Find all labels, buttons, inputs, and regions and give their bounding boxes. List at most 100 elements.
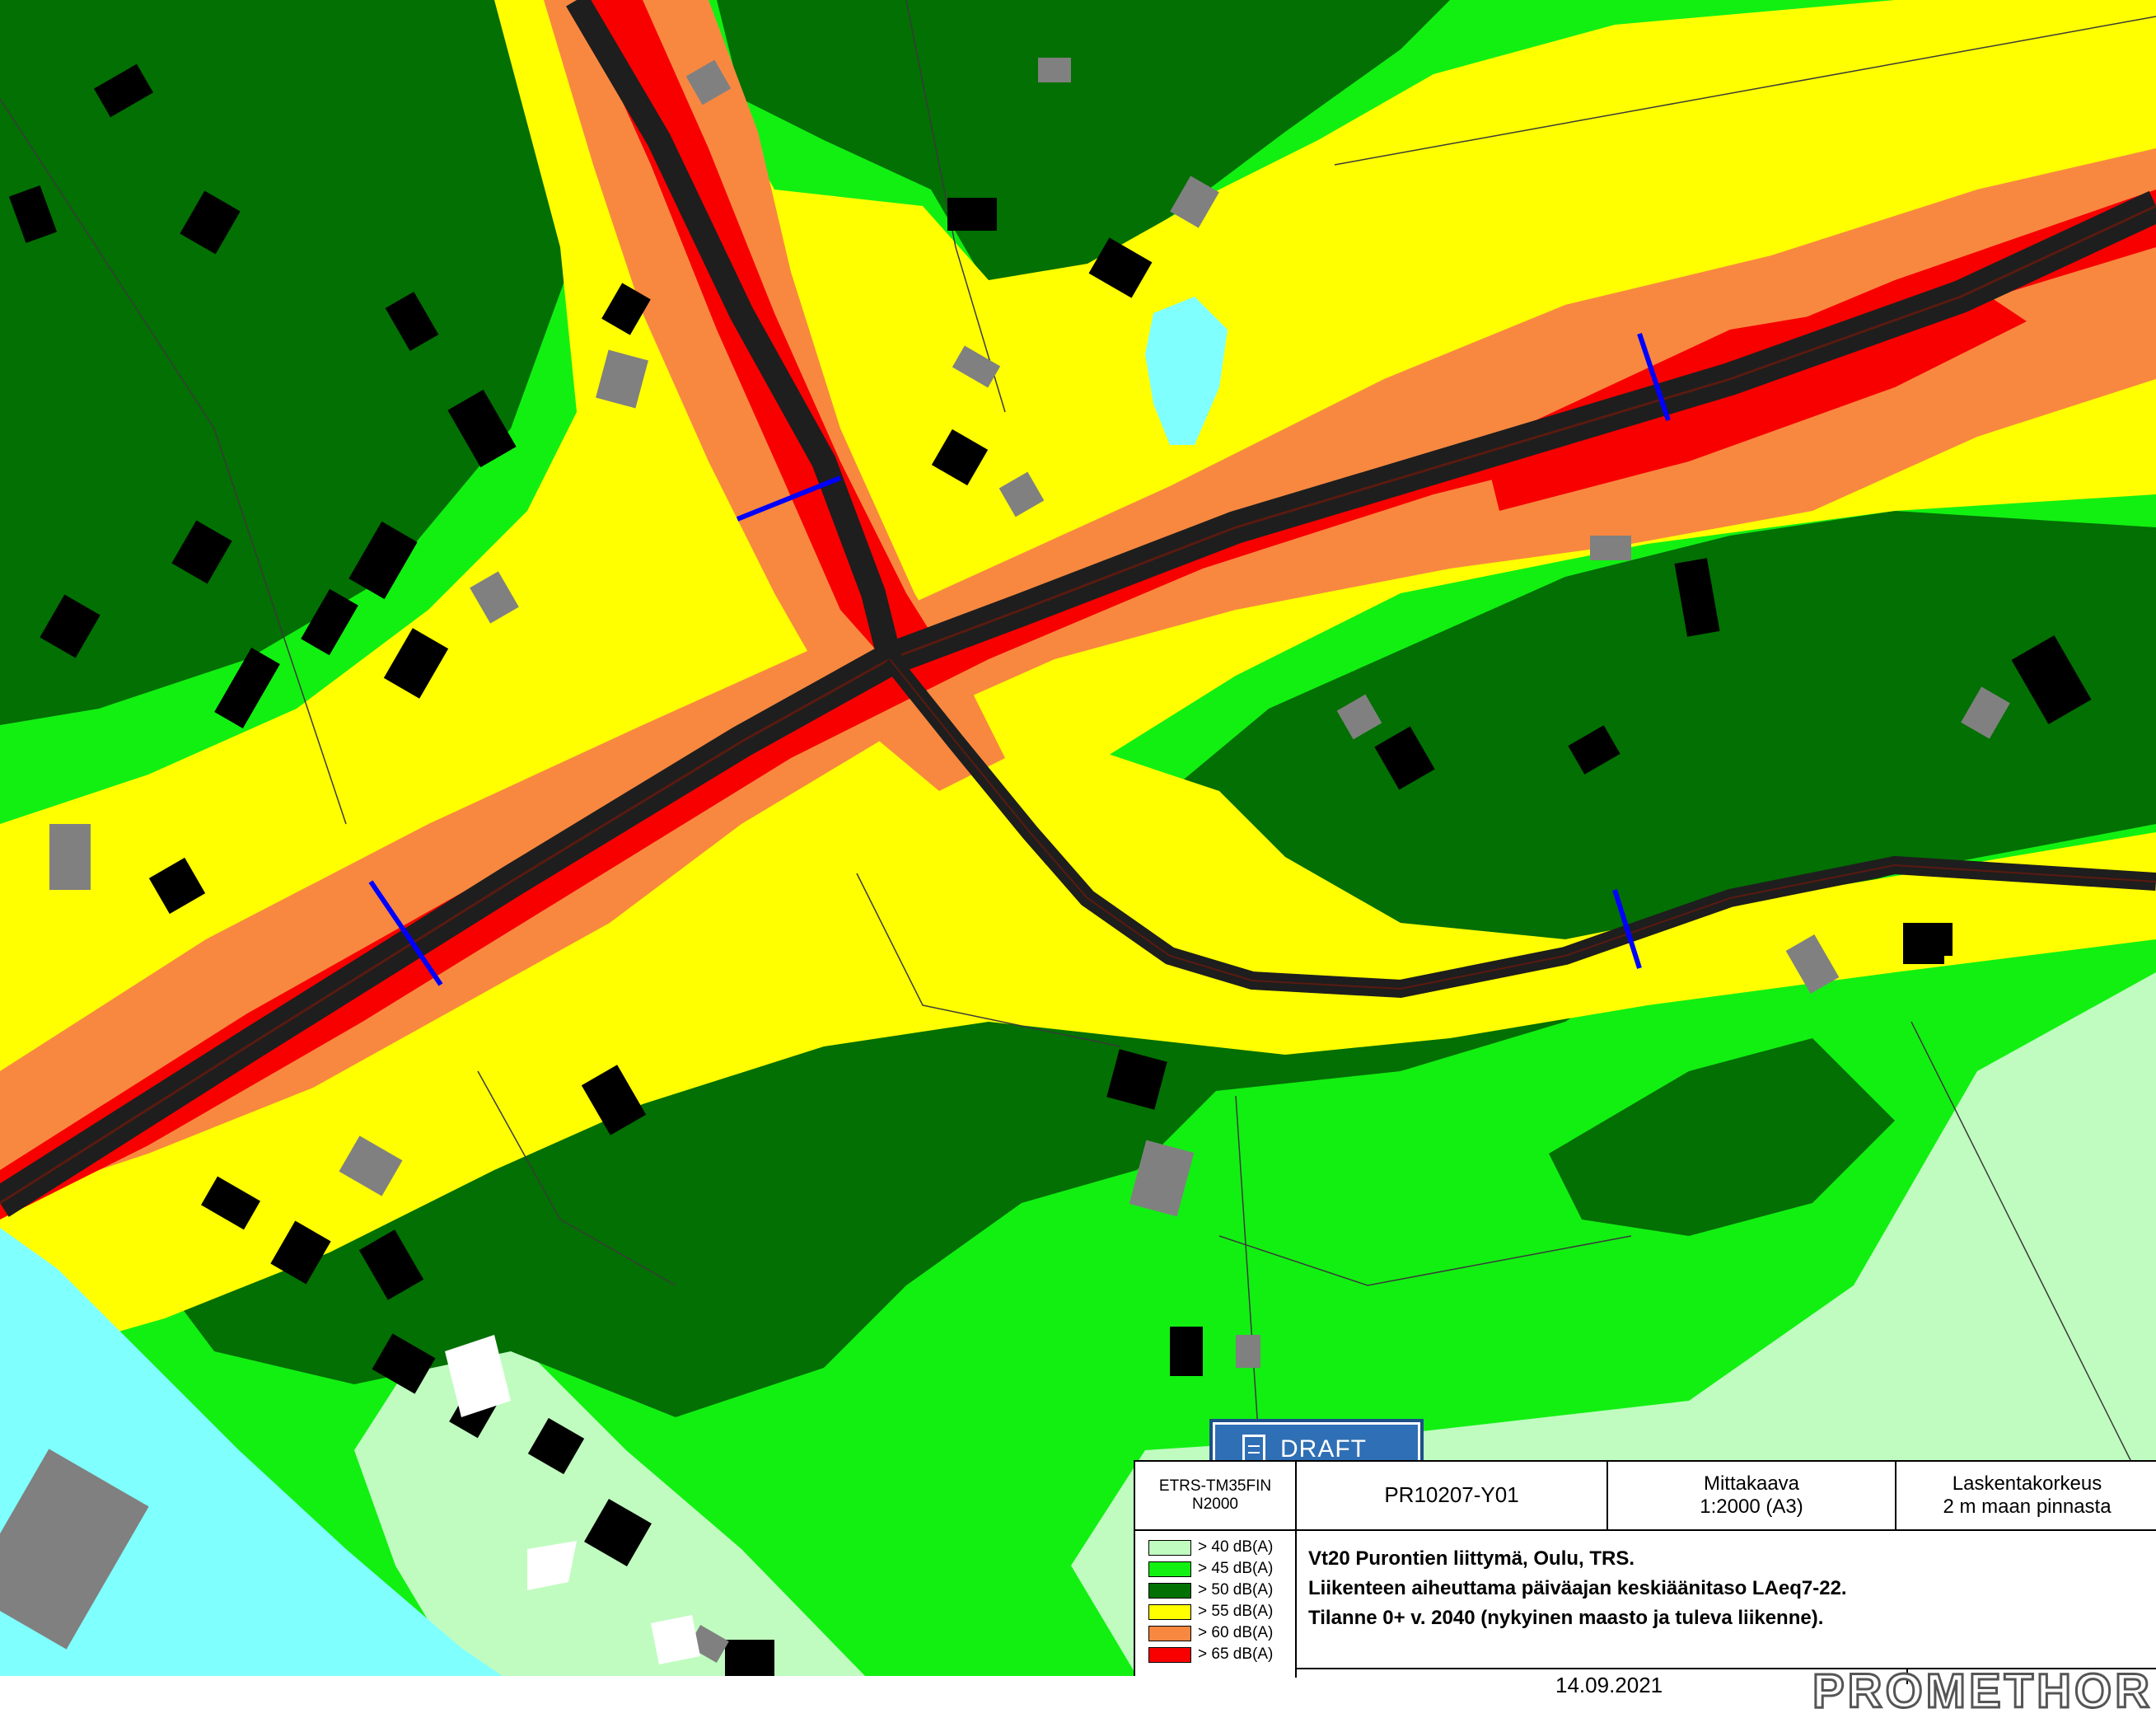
building xyxy=(385,292,439,351)
legend: > 40 dB(A) > 45 dB(A) > 50 dB(A) > 55 dB… xyxy=(1135,1529,1297,1678)
road-purontie-north xyxy=(566,0,902,662)
building xyxy=(581,1065,647,1135)
zone-50db-north xyxy=(0,0,577,725)
building-grey xyxy=(1170,176,1219,228)
building-grey xyxy=(998,471,1045,517)
building xyxy=(601,283,651,335)
zone-50db-southeast-pocket xyxy=(1549,1038,1895,1236)
building-grey xyxy=(688,1625,729,1663)
building xyxy=(358,1229,424,1300)
legend-item: > 60 dB(A) xyxy=(1148,1623,1273,1643)
calc-height-label: Laskentakorkeus xyxy=(1952,1472,2102,1496)
crs-line2: N2000 xyxy=(1192,1496,1238,1513)
building-grey xyxy=(470,571,519,624)
map-description: Vt20 Purontien liittymä, Oulu, TRS. Liik… xyxy=(1308,1544,1847,1633)
building xyxy=(947,198,997,231)
building xyxy=(1088,237,1153,298)
building xyxy=(348,521,418,600)
building xyxy=(584,1499,652,1566)
building-grey xyxy=(952,345,1001,388)
building-grey xyxy=(1590,536,1631,560)
legend-label: > 65 dB(A) xyxy=(1198,1645,1274,1663)
legend-label: > 55 dB(A) xyxy=(1198,1603,1274,1620)
road-purontie-south-centre xyxy=(889,658,2156,990)
building xyxy=(301,588,358,656)
description-line: Vt20 Purontien liittymä, Oulu, TRS. xyxy=(1308,1547,1635,1570)
building xyxy=(725,1640,774,1676)
building-grey xyxy=(685,59,732,105)
project-code: PR10207-Y01 xyxy=(1384,1482,1519,1508)
building-grey xyxy=(1961,686,2010,739)
draft-label: DRAFT xyxy=(1280,1435,1367,1463)
building xyxy=(383,628,449,699)
legend-item: > 50 dB(A) xyxy=(1148,1580,1273,1600)
legend-item: > 40 dB(A) xyxy=(1148,1538,1273,1557)
building xyxy=(372,1333,436,1394)
zone-50db-north-centre xyxy=(717,0,1450,288)
zone-50db-south xyxy=(140,939,1236,1417)
building-grey xyxy=(1785,934,1840,994)
legend-swatch xyxy=(1148,1625,1191,1641)
description-line: Tilanne 0+ v. 2040 (nykyinen maasto ja t… xyxy=(1308,1607,1824,1629)
buildings xyxy=(0,58,2092,1676)
legend-label: > 45 dB(A) xyxy=(1198,1560,1274,1577)
building xyxy=(931,428,989,486)
legend-swatch xyxy=(1148,1582,1191,1599)
legend-swatch xyxy=(1148,1539,1191,1556)
date-partial: 14.09.2021 xyxy=(1555,1673,1663,1697)
noise-map xyxy=(0,0,2156,1676)
brand-logo: PROMETHOR xyxy=(1812,1664,2153,1718)
project-code-cell: PR10207-Y01 xyxy=(1297,1462,1608,1529)
building-grey xyxy=(1038,58,1071,82)
white-plot xyxy=(527,1541,577,1590)
building xyxy=(1568,725,1621,775)
section-marker-north xyxy=(736,475,842,522)
legend-label: > 40 dB(A) xyxy=(1198,1538,1274,1556)
property-lines xyxy=(0,0,2156,1484)
title-block: ETRS-TM35FIN N2000 PR10207-Y01 Mittakaav… xyxy=(1134,1460,2156,1716)
building-grey xyxy=(1336,694,1382,740)
building xyxy=(148,857,206,915)
building xyxy=(1106,1049,1167,1110)
building xyxy=(270,1220,331,1285)
white-plot xyxy=(445,1335,511,1417)
building xyxy=(527,1417,585,1475)
white-plot xyxy=(651,1615,700,1664)
legend-label: > 50 dB(A) xyxy=(1198,1581,1274,1599)
pond xyxy=(1145,297,1228,445)
legend-item: > 45 dB(A) xyxy=(1148,1559,1273,1579)
building-grey xyxy=(596,349,648,409)
legend-item: > 65 dB(A) xyxy=(1148,1645,1273,1664)
building xyxy=(1903,923,1944,964)
river xyxy=(0,1228,503,1676)
scale-label: Mittakaava xyxy=(1703,1472,1800,1496)
building-grey xyxy=(339,1135,403,1196)
section-marker-south xyxy=(1612,889,1642,969)
description-line: Liikenteen aiheuttama päiväajan keskiään… xyxy=(1308,1577,1847,1599)
building-grey xyxy=(1236,1335,1260,1368)
building xyxy=(447,389,517,468)
building xyxy=(1674,558,1720,637)
title-block-bottom-rule xyxy=(1297,1668,2156,1669)
building xyxy=(180,190,241,255)
legend-label: > 60 dB(A) xyxy=(1198,1624,1274,1641)
building xyxy=(214,648,280,728)
building-grey xyxy=(0,1449,149,1650)
zone-65db-east-lobe xyxy=(1483,288,2027,511)
building-grey xyxy=(49,824,91,890)
scale-value: 1:2000 (A3) xyxy=(1700,1496,1803,1518)
scale-cell: Mittakaava 1:2000 (A3) xyxy=(1608,1462,1896,1529)
building xyxy=(2011,635,2092,724)
building xyxy=(201,1176,260,1230)
building xyxy=(1170,1327,1203,1376)
title-block-header-row: ETRS-TM35FIN N2000 PR10207-Y01 Mittakaav… xyxy=(1135,1462,2156,1531)
crs-cell: ETRS-TM35FIN N2000 xyxy=(1135,1462,1297,1529)
crs-line1: ETRS-TM35FIN xyxy=(1158,1477,1272,1496)
calc-height-cell: Laskentakorkeus 2 m maan pinnasta xyxy=(1896,1462,2156,1529)
section-marker-east xyxy=(1637,333,1671,421)
building xyxy=(94,63,153,118)
legend-item: > 55 dB(A) xyxy=(1148,1602,1273,1622)
building xyxy=(8,185,58,244)
building-grey xyxy=(1129,1140,1195,1217)
legend-swatch xyxy=(1148,1603,1191,1620)
